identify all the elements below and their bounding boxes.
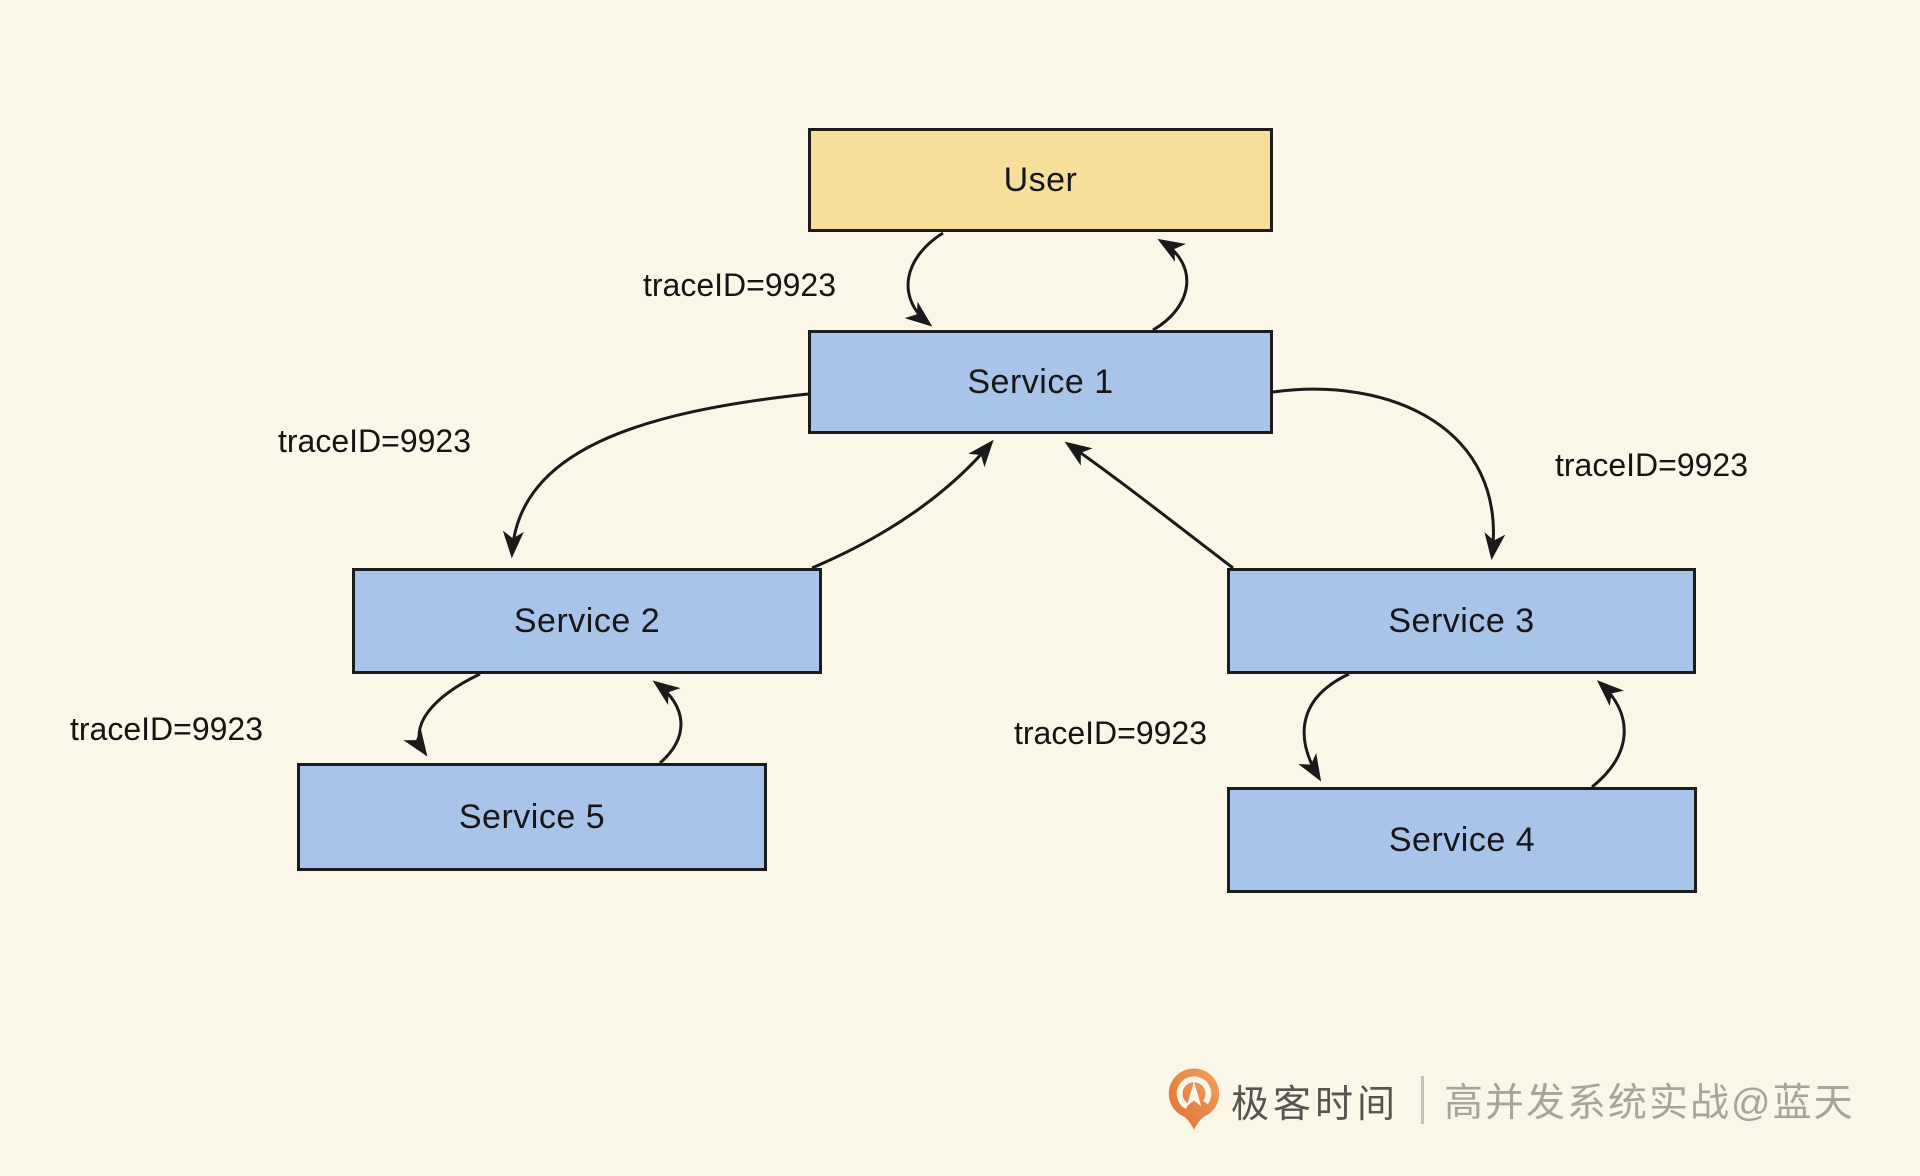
arrow-service2-to-service5 [403,672,481,757]
arrow-service3-to-service1 [1064,441,1234,570]
credit-text: 高并发系统实战@蓝天 [1444,1082,1855,1125]
node-service-3: Service 3 [1227,568,1696,674]
arrow-user-to-service1 [904,231,944,327]
separator [1421,1076,1425,1124]
node-service-5: Service 5 [297,763,767,871]
arrow-service1-to-service3 [1272,387,1506,561]
brand-text: 极客时间 [1231,1083,1400,1126]
trace-label-service1-service2: traceID=9923 [278,423,472,459]
arrow-service5-to-service2 [652,680,683,765]
node-service-4: Service 4 [1227,787,1697,893]
geektime-pin-icon [1168,1068,1220,1130]
trace-label-user-service1: traceID=9923 [643,267,837,303]
node-user: User [808,128,1273,232]
arrow-service3-to-service4 [1298,672,1350,782]
node-service-3-label: Service 3 [1388,601,1535,640]
arrow-service1-to-user [1152,238,1189,332]
arrow-service2-to-service1 [811,439,994,570]
arrow-service4-to-service3 [1591,680,1626,789]
trace-label-service3-service4: traceID=9923 [1014,715,1208,751]
node-service-5-label: Service 5 [458,797,606,836]
node-service-1-label: Service 1 [967,362,1114,401]
trace-label-service1-service3: traceID=9923 [1555,447,1749,483]
trace-label-service2-service5: traceID=9923 [70,711,264,747]
node-service-1: Service 1 [808,330,1273,434]
node-service-2: Service 2 [352,568,822,674]
node-user-label: User [1003,160,1078,199]
arrow-service1-to-service2 [502,392,809,559]
node-service-2-label: Service 2 [513,601,661,640]
geektime-watermark: 极客时间 高并发系统实战@蓝天 [1167,1064,1855,1136]
node-service-4-label: Service 4 [1388,820,1536,859]
